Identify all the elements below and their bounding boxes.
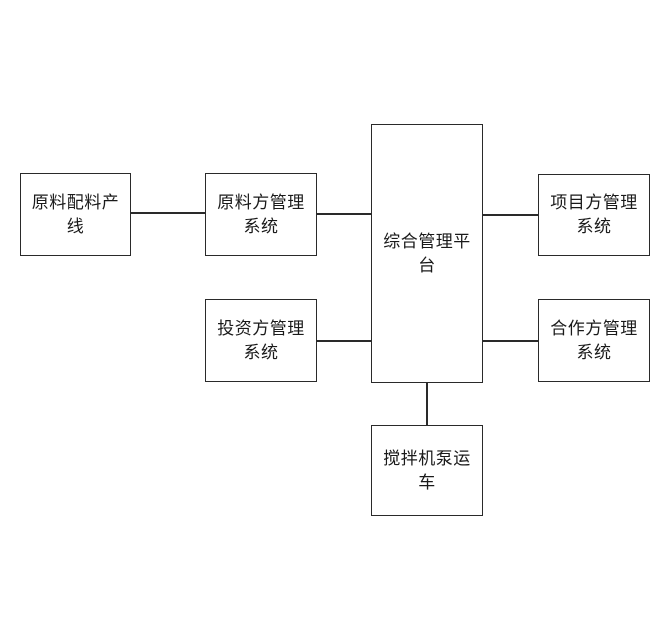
- connector-platform-to-mixer: [426, 382, 428, 426]
- connector-raw-line-to-raw-system: [130, 212, 206, 214]
- raw-material-line-label: 原料配料产 线: [31, 192, 120, 237]
- investor-system-box: 投资方管理 系统: [205, 299, 317, 382]
- partner-system-label: 合作方管理 系统: [550, 318, 638, 363]
- connector-investor-to-platform: [316, 340, 372, 342]
- connector-raw-system-to-platform: [316, 213, 372, 215]
- partner-system-box: 合作方管理 系统: [538, 299, 650, 382]
- raw-material-system-box: 原料方管理 系统: [205, 173, 317, 256]
- mixer-pump-truck-label: 搅拌机泵运 车: [383, 448, 471, 493]
- raw-material-line-box: 原料配料产 线: [20, 173, 131, 256]
- mixer-pump-truck-box: 搅拌机泵运 车: [371, 425, 483, 516]
- connector-platform-to-project: [482, 214, 539, 216]
- connector-platform-to-partner: [482, 340, 539, 342]
- integrated-platform-box: 综合管理平 台: [371, 124, 483, 383]
- integrated-platform-label: 综合管理平 台: [383, 231, 471, 276]
- raw-material-system-label: 原料方管理 系统: [217, 192, 305, 237]
- project-system-box: 项目方管理 系统: [538, 174, 650, 256]
- project-system-label: 项目方管理 系统: [550, 193, 638, 237]
- investor-system-label: 投资方管理 系统: [217, 318, 305, 363]
